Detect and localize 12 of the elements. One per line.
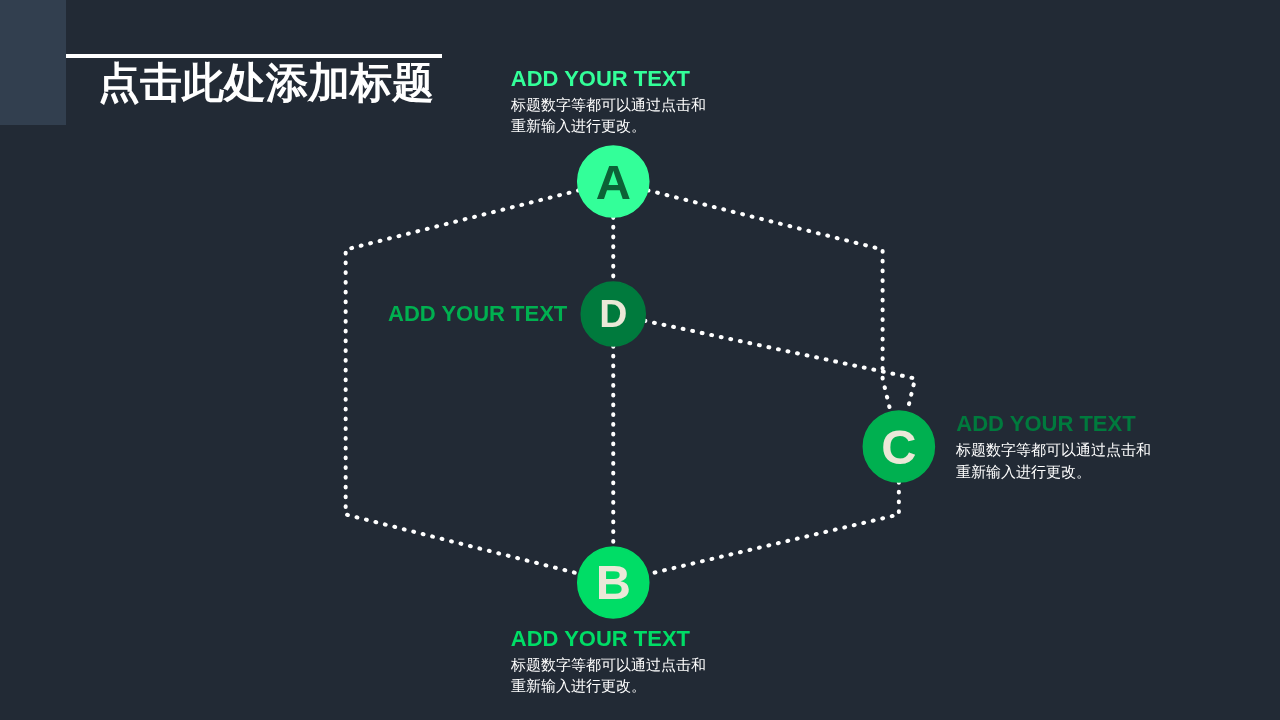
text-heading: ADD YOUR TEXT — [956, 410, 1136, 439]
title: 点击此处添加标题 — [98, 60, 434, 107]
letter-circle: C — [862, 410, 936, 483]
description-text: 标题数字等都可以通过点击和重新输入进行更改。 — [510, 94, 707, 137]
description-text: 标题数字等都可以通过点击和重新输入进行更改。 — [956, 440, 1153, 482]
letter-circle: B — [576, 546, 650, 619]
letter-circle: A — [576, 145, 650, 218]
description-text: 标题数字等都可以通过点击和重新输入进行更改。 — [510, 654, 707, 697]
text-heading: ADD YOUR TEXT — [388, 299, 568, 328]
text-heading: ADD YOUR TEXT — [510, 625, 691, 653]
letter-circle: D — [580, 281, 647, 347]
text-heading: ADD YOUR TEXT — [510, 65, 691, 93]
